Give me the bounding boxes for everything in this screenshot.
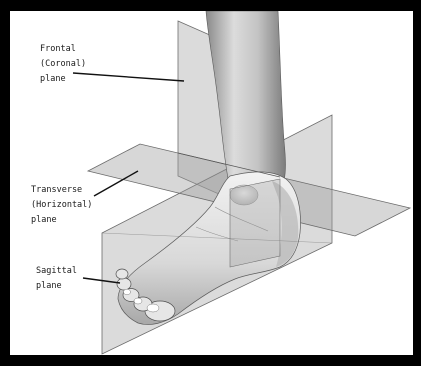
transverse-label-line: Transverse xyxy=(31,183,92,198)
little-toe xyxy=(116,269,128,279)
frontal-plane-label: Frontal (Coronal) plane xyxy=(40,42,86,87)
frontal-plane-front xyxy=(230,179,280,267)
figure-panel: Frontal (Coronal) plane Transverse (Hori… xyxy=(10,11,413,355)
transverse-label-line: (Horizontal) xyxy=(31,198,92,213)
sagittal-label-line: plane xyxy=(36,279,77,294)
sagittal-plane-label: Sagittal plane xyxy=(36,264,77,294)
transverse-label-line: plane xyxy=(31,213,92,228)
sagittal-label-line: Sagittal xyxy=(36,264,77,279)
frontal-label-line: Frontal xyxy=(40,42,86,57)
transverse-plane-label: Transverse (Horizontal) plane xyxy=(31,183,92,228)
frontal-label-line: (Coronal) xyxy=(40,57,86,72)
frontal-label-line: plane xyxy=(40,72,86,87)
frontal-leader-line xyxy=(73,73,184,81)
fourth-toe xyxy=(117,278,131,290)
